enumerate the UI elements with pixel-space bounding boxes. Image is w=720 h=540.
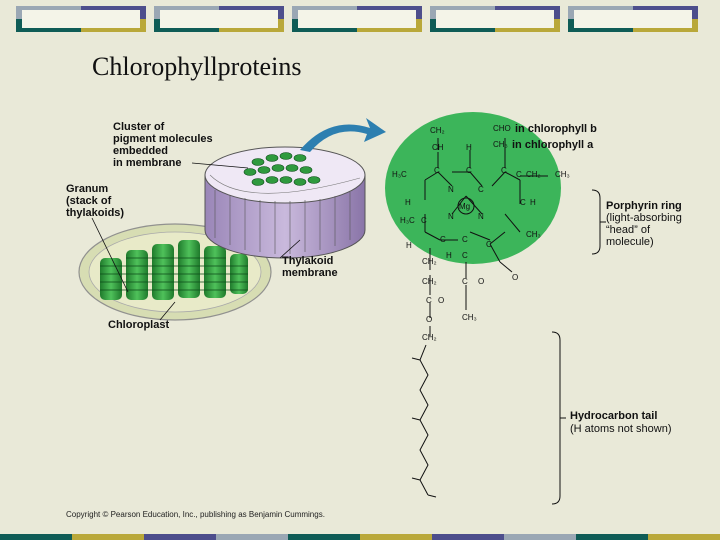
tail-brace	[551, 331, 566, 505]
svg-text:H: H	[466, 143, 472, 152]
hydrocarbon-tail	[419, 344, 429, 496]
svg-text:CH₂: CH₂	[422, 257, 437, 266]
svg-text:H₃C: H₃C	[400, 216, 415, 225]
svg-text:Thylakoid: Thylakoid	[282, 255, 333, 267]
svg-text:O: O	[478, 277, 484, 286]
pigment-cluster	[243, 152, 321, 186]
svg-text:Cluster of: Cluster of	[113, 121, 165, 133]
svg-text:CH: CH	[432, 143, 444, 152]
svg-text:CH₂: CH₂	[422, 333, 437, 342]
svg-text:C: C	[462, 235, 468, 244]
svg-text:CH₃: CH₃	[493, 140, 508, 149]
svg-text:in chlorophyll b: in chlorophyll b	[515, 123, 597, 135]
hydrocarbon-label: Hydrocarbon tail (H atoms not shown)	[570, 410, 671, 435]
svg-text:H: H	[446, 251, 452, 260]
svg-text:C: C	[462, 251, 468, 260]
svg-text:CH₃: CH₃	[526, 230, 541, 239]
atom-labels: CH₂ CH H C C C N C C CH₂ CH₃ H₃C H N N C…	[392, 126, 570, 342]
svg-text:Granum: Granum	[66, 183, 108, 195]
porphyrin-highlight	[385, 112, 561, 264]
grana-stacks	[100, 240, 248, 300]
svg-text:C: C	[421, 216, 427, 225]
cluster-label: Cluster of pigment molecules embedded in…	[113, 121, 213, 169]
svg-text:N: N	[478, 212, 484, 221]
porphyrin-label: Porphyrin ring (light-absorbing “head” o…	[606, 200, 682, 248]
svg-text:H: H	[405, 198, 411, 207]
svg-text:in membrane: in membrane	[113, 157, 181, 169]
svg-text:“head” of: “head” of	[606, 224, 651, 236]
svg-text:C: C	[520, 198, 526, 207]
svg-text:Hydrocarbon tail: Hydrocarbon tail	[570, 410, 657, 422]
svg-text:C: C	[501, 166, 507, 175]
svg-text:C: C	[466, 166, 472, 175]
svg-text:CH₃: CH₃	[555, 170, 570, 179]
svg-text:embedded: embedded	[113, 145, 168, 157]
svg-text:H₃C: H₃C	[392, 170, 407, 179]
granum-label: Granum (stack of thylakoids)	[66, 183, 124, 219]
thylakoid-label: Thylakoid membrane	[282, 255, 338, 279]
top-decorative-bar	[16, 6, 698, 32]
callout-lines	[91, 162, 301, 321]
svg-text:(light-absorbing: (light-absorbing	[606, 212, 682, 224]
svg-text:CHO: CHO	[493, 124, 511, 133]
svg-text:N: N	[448, 212, 454, 221]
porphyrin-structure	[424, 138, 548, 336]
chlorophyll-variant-labels: CHO in chlorophyll b CH₃ in chlorophyll …	[493, 123, 597, 151]
svg-text:C: C	[478, 185, 484, 194]
svg-text:CH₃: CH₃	[462, 313, 477, 322]
copyright-notice: Copyright © Pearson Education, Inc., pub…	[66, 510, 325, 519]
svg-text:membrane: membrane	[282, 267, 338, 279]
svg-text:H: H	[406, 241, 412, 250]
svg-text:O: O	[426, 315, 432, 324]
chloroplast-label: Chloroplast	[108, 319, 169, 331]
svg-text:Porphyrin ring: Porphyrin ring	[606, 200, 682, 212]
svg-text:CH₂: CH₂	[526, 170, 541, 179]
svg-text:O: O	[512, 273, 518, 282]
porphyrin-brace	[591, 189, 606, 255]
svg-text:thylakoids): thylakoids)	[66, 207, 124, 219]
svg-text:pigment molecules: pigment molecules	[113, 133, 213, 145]
svg-text:C: C	[462, 277, 468, 286]
svg-text:H: H	[530, 198, 536, 207]
svg-text:molecule): molecule)	[606, 236, 654, 248]
svg-text:(stack of: (stack of	[66, 195, 112, 207]
svg-text:CH₂: CH₂	[430, 126, 445, 135]
svg-text:(H atoms not shown): (H atoms not shown)	[570, 423, 671, 435]
svg-text:C: C	[426, 296, 432, 305]
bottom-decorative-bar	[0, 534, 720, 540]
slide-title: Chlorophyllproteins	[92, 52, 302, 81]
svg-text:CH₂: CH₂	[422, 277, 437, 286]
svg-text:N: N	[448, 185, 454, 194]
svg-text:C: C	[516, 170, 522, 179]
svg-text:C: C	[486, 240, 492, 249]
svg-text:in chlorophyll a: in chlorophyll a	[512, 139, 594, 151]
thylakoid-disc	[204, 146, 366, 259]
svg-text:O: O	[438, 296, 444, 305]
svg-text:C: C	[434, 166, 440, 175]
svg-text:Mg: Mg	[459, 202, 470, 211]
zoom-arrow	[300, 118, 386, 152]
svg-text:C: C	[440, 235, 446, 244]
